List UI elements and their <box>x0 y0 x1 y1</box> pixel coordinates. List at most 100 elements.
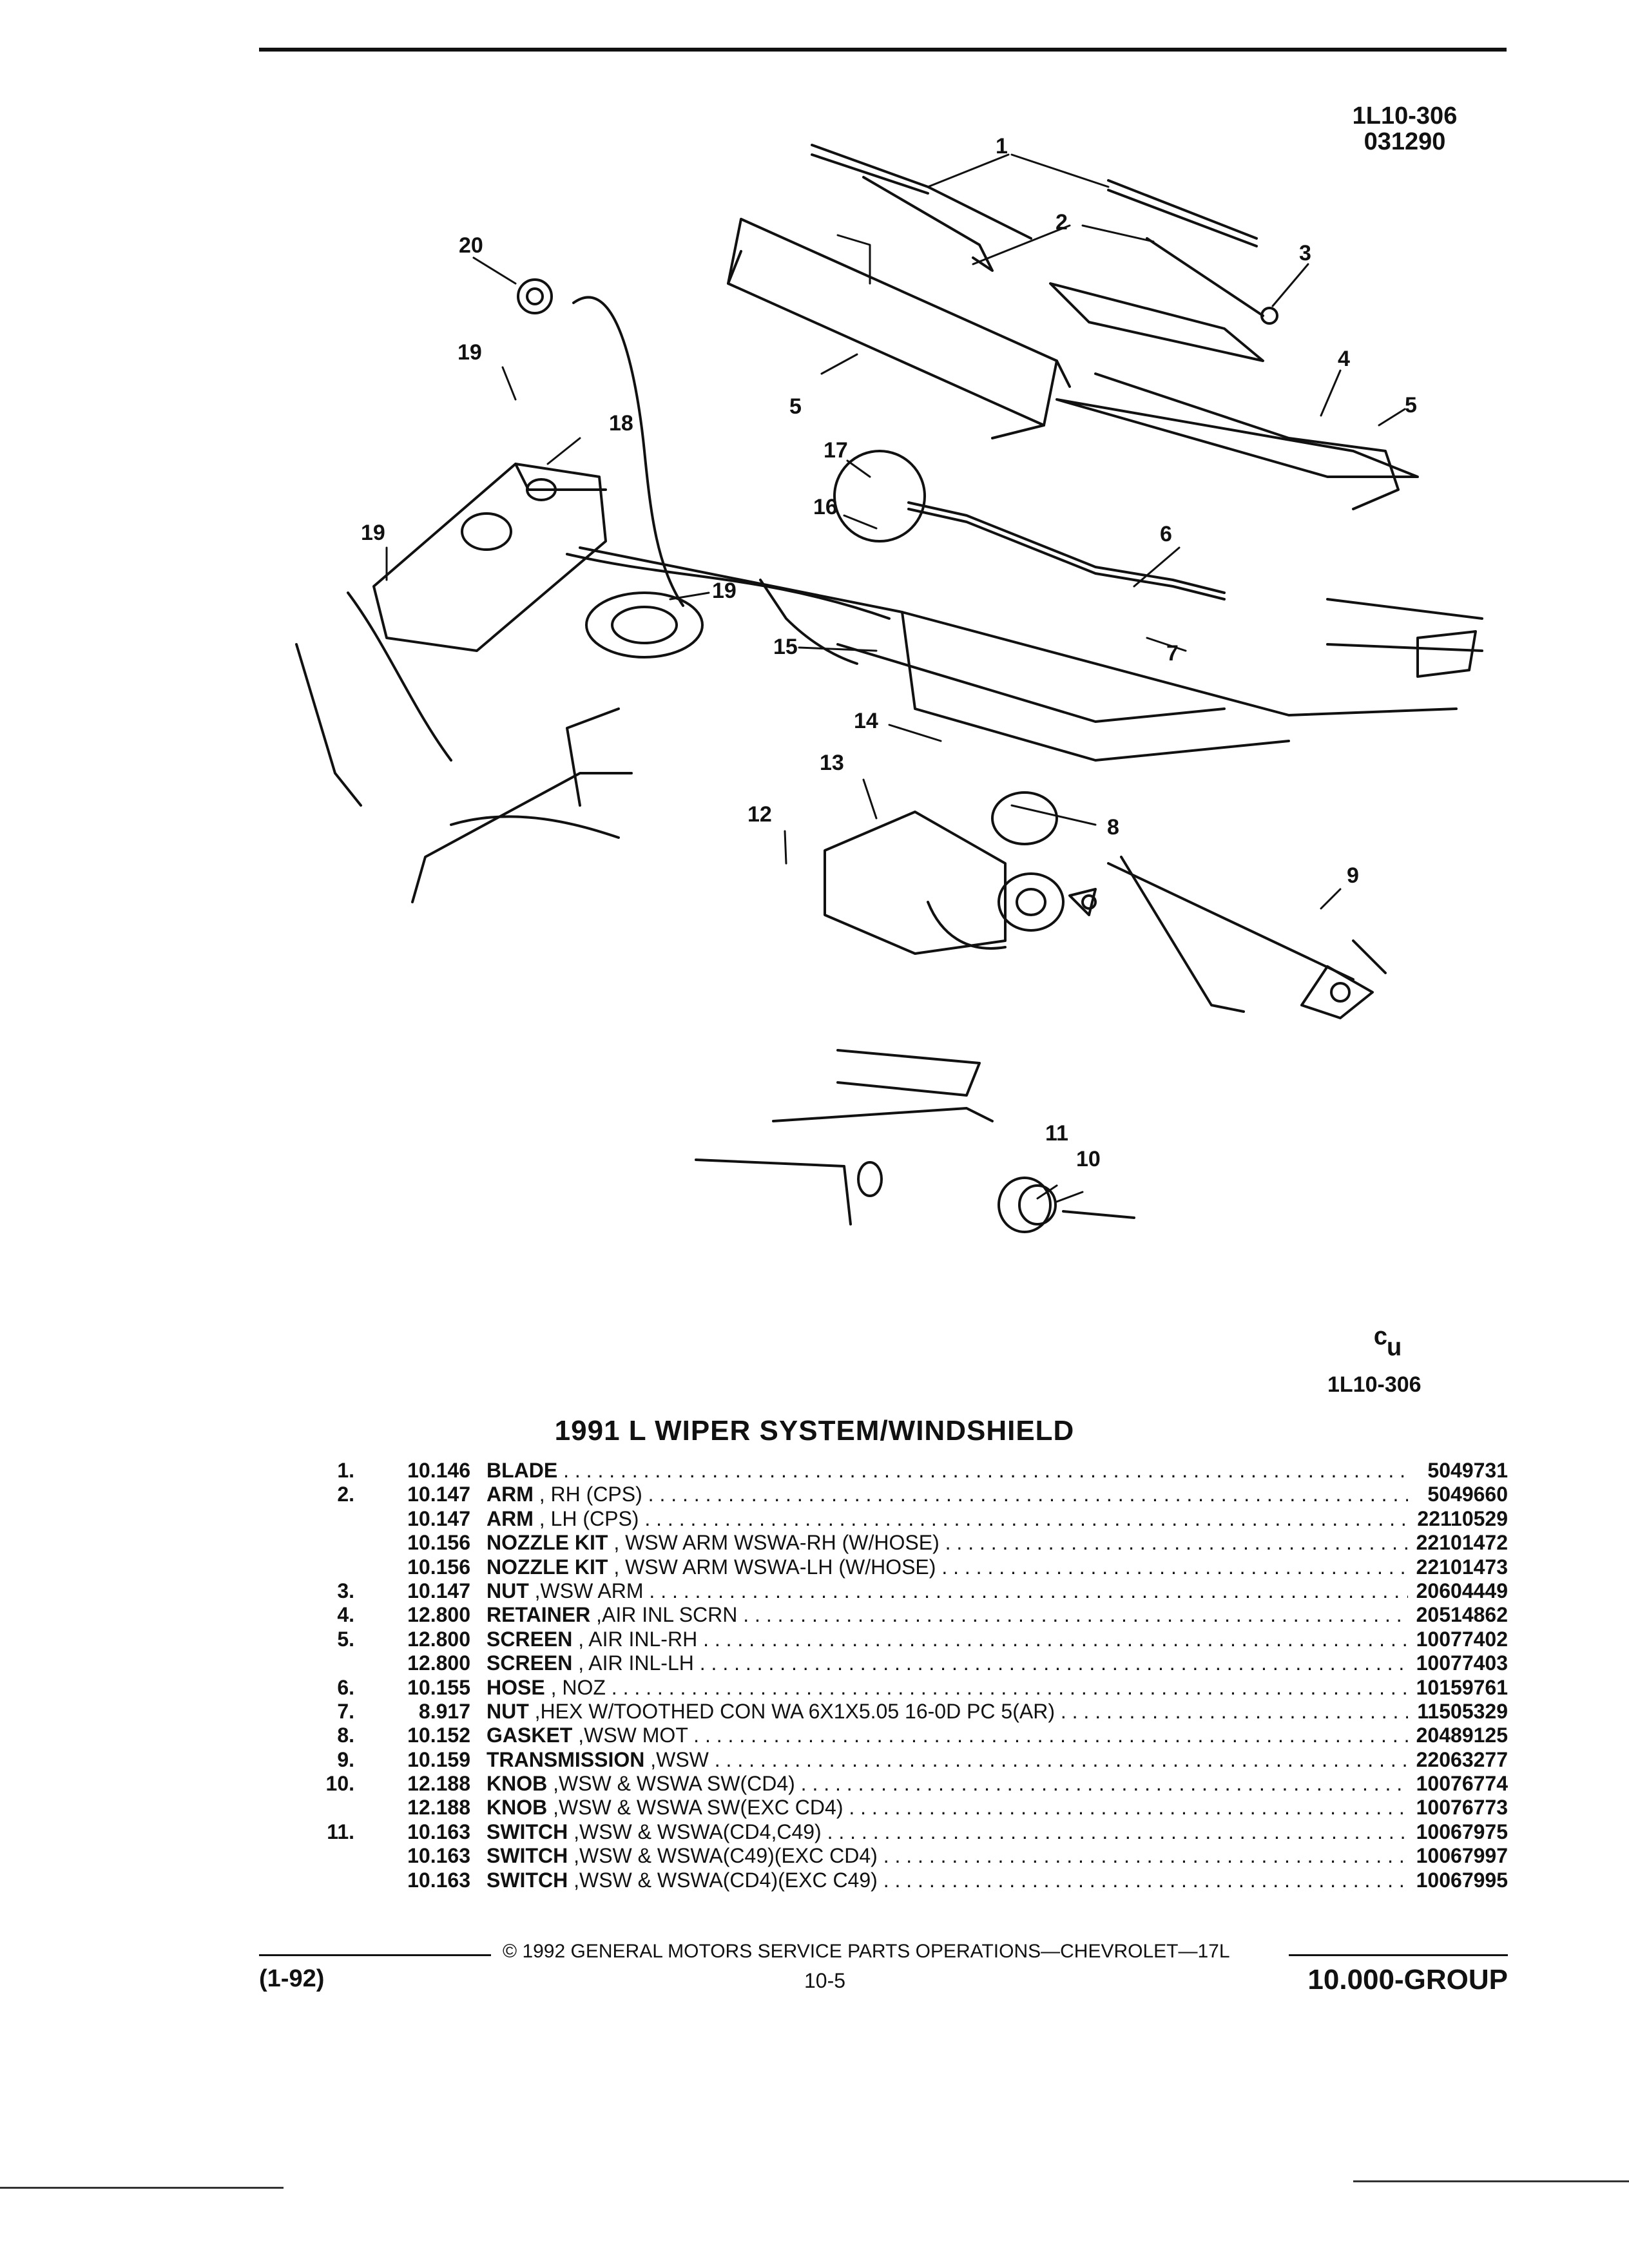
part-qualifier: , NOZ <box>550 1675 606 1699</box>
group-number: 12.800 <box>407 1603 470 1627</box>
part-number: 22101472 <box>1416 1531 1508 1555</box>
group-code: 10.000-GROUP <box>1307 1964 1508 1995</box>
part-description: NOZZLE KIT , WSW ARM WSWA-RH (W/HOSE) <box>487 1531 1408 1555</box>
part-name: SWITCH <box>487 1844 568 1868</box>
group-number: 10.147 <box>407 1579 470 1602</box>
part-name: HOSE <box>487 1675 545 1699</box>
parts-row: 7. 8.917 NUT ,HEX W/TOOTHED CON WA 6X1X5.0… <box>290 1700 1514 1724</box>
date-code: 031290 <box>1364 128 1446 155</box>
part-name: SCREEN <box>487 1651 573 1675</box>
part-name: SCREEN <box>487 1627 573 1651</box>
callout-17: 17 <box>824 438 848 463</box>
part-qualifier: ,WSW MOT <box>578 1724 688 1747</box>
group-number: 10.146 <box>407 1459 470 1482</box>
part-name: TRANSMISSION <box>487 1747 645 1771</box>
group-number: 8.917 <box>418 1699 470 1723</box>
group-number: 12.188 <box>407 1772 470 1796</box>
callout-3: 3 <box>1299 241 1311 265</box>
part-description: SWITCH ,WSW & WSWA(CD4,C49) <box>487 1820 1408 1844</box>
item-number: 10. <box>325 1772 354 1796</box>
part-qualifier: ,WSW & WSWA SW(EXC CD4) <box>553 1796 843 1820</box>
scan-edge-line-right <box>1353 2180 1629 2182</box>
part-number: 10067997 <box>1416 1844 1508 1868</box>
item-number: 4. <box>337 1603 354 1627</box>
copyright-notice: © 1992 GENERAL MOTORS SERVICE PARTS OPER… <box>503 1941 1230 1962</box>
part-description: KNOB ,WSW & WSWA SW(CD4) <box>487 1772 1408 1796</box>
part-number: 10076774 <box>1416 1772 1508 1796</box>
revision-code: (1-92) <box>259 1965 325 1992</box>
part-qualifier: , WSW ARM WSWA-RH (W/HOSE) <box>613 1531 940 1555</box>
exploded-diagram: 1 2 3 4 5 5 6 7 8 9 10 11 12 13 14 15 16… <box>295 134 1483 1233</box>
part-number: 10076773 <box>1416 1796 1508 1820</box>
callout-20: 20 <box>459 233 483 258</box>
group-number: 10.156 <box>407 1531 470 1555</box>
part-name: BLADE <box>487 1459 558 1482</box>
part-number: 20604449 <box>1416 1579 1508 1602</box>
wiper-motor <box>824 791 1065 955</box>
part-name: RETAINER <box>487 1603 591 1627</box>
figure-code: 1L10-306 <box>1352 102 1458 130</box>
callout-9: 9 <box>1347 863 1359 888</box>
part-description: ARM , LH (CPS) <box>487 1507 1408 1531</box>
part-qualifier: ,HEX W/TOOTHED CON WA 6X1X5.05 16-0D PC … <box>534 1699 1055 1723</box>
figure-header-code: 1L10-306 031290 <box>1340 103 1469 155</box>
cowl-panel <box>295 218 1483 903</box>
part-number: 20514862 <box>1416 1603 1508 1627</box>
part-description: SCREEN , AIR INL-LH <box>487 1651 1408 1675</box>
scan-edge-line-left <box>0 2187 284 2189</box>
group-number: 10.163 <box>407 1820 470 1843</box>
item-number: 2. <box>337 1483 354 1506</box>
nozzle-hose <box>833 450 1226 601</box>
part-qualifier: ,WSW & WSWA(CD4,C49) <box>574 1820 822 1843</box>
part-description: HOSE , NOZ <box>487 1676 1408 1700</box>
group-number: 10.147 <box>407 1483 470 1506</box>
part-description: BLADE <box>487 1459 1408 1483</box>
parts-row: 12.800 SCREEN , AIR INL-LH 10077403 <box>290 1651 1514 1675</box>
group-number: 12.800 <box>407 1627 470 1651</box>
group-number: 10.156 <box>407 1555 470 1579</box>
part-description: SWITCH ,WSW & WSWA(CD4)(EXC C49) <box>487 1869 1408 1892</box>
part-name: NUT <box>487 1579 529 1602</box>
group-number: 12.800 <box>407 1651 470 1675</box>
group-number: 10.152 <box>407 1724 470 1747</box>
part-number: 22110529 <box>1417 1506 1508 1530</box>
part-name: KNOB <box>487 1796 548 1820</box>
part-description: SCREEN , AIR INL-RH <box>487 1628 1408 1651</box>
part-description: RETAINER ,AIR INL SCRN <box>487 1603 1408 1627</box>
switch-inset <box>695 1049 1135 1233</box>
diagram-caption-code: 1L10-306 <box>1327 1372 1422 1397</box>
parts-row: 10.156 NOZZLE KIT , WSW ARM WSWA-RH (W/HO… <box>290 1531 1514 1555</box>
callout-19b: 19 <box>361 521 385 545</box>
part-description: KNOB ,WSW & WSWA SW(EXC CD4) <box>487 1796 1408 1820</box>
part-description: NUT ,WSW ARM <box>487 1579 1408 1603</box>
callout-labels: 1 2 3 4 5 5 6 7 8 9 10 11 12 13 14 15 16… <box>361 134 1417 1171</box>
footer-rule-right <box>1289 1954 1508 1956</box>
part-qualifier: , LH (CPS) <box>539 1506 639 1530</box>
part-name: SWITCH <box>487 1820 568 1843</box>
callout-16: 16 <box>813 495 838 519</box>
callout-10: 10 <box>1076 1147 1101 1171</box>
part-name: NUT <box>487 1699 529 1723</box>
part-name: KNOB <box>487 1772 548 1796</box>
part-number: 10077403 <box>1416 1651 1508 1675</box>
part-number: 20489125 <box>1416 1724 1508 1747</box>
part-qualifier: , AIR INL-RH <box>578 1627 698 1651</box>
callout-2: 2 <box>1055 210 1068 235</box>
part-qualifier: ,WSW & WSWA(CD4)(EXC C49) <box>574 1868 878 1892</box>
callout-1: 1 <box>996 134 1008 159</box>
group-number: 10.147 <box>407 1506 470 1530</box>
part-description: SWITCH ,WSW & WSWA(C49)(EXC CD4) <box>487 1844 1408 1868</box>
page-number: 10-5 <box>804 1969 846 1992</box>
part-number: 22101473 <box>1416 1555 1508 1579</box>
item-number: 5. <box>337 1627 354 1651</box>
part-description: ARM , RH (CPS) <box>487 1483 1408 1506</box>
leader-lines <box>385 153 1406 1203</box>
item-number: 7. <box>337 1699 354 1723</box>
